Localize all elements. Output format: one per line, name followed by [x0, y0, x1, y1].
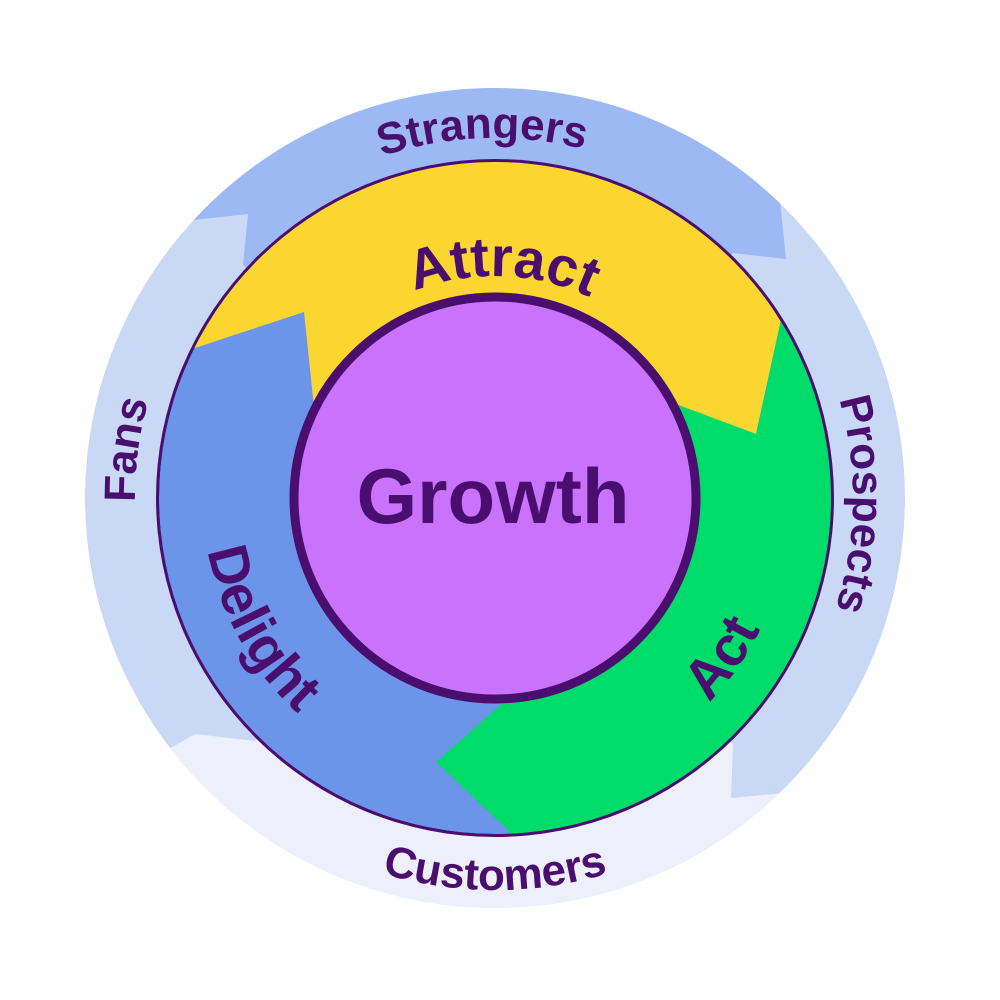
growth-label: Growth — [357, 452, 630, 540]
growth-hub — [289, 292, 701, 704]
